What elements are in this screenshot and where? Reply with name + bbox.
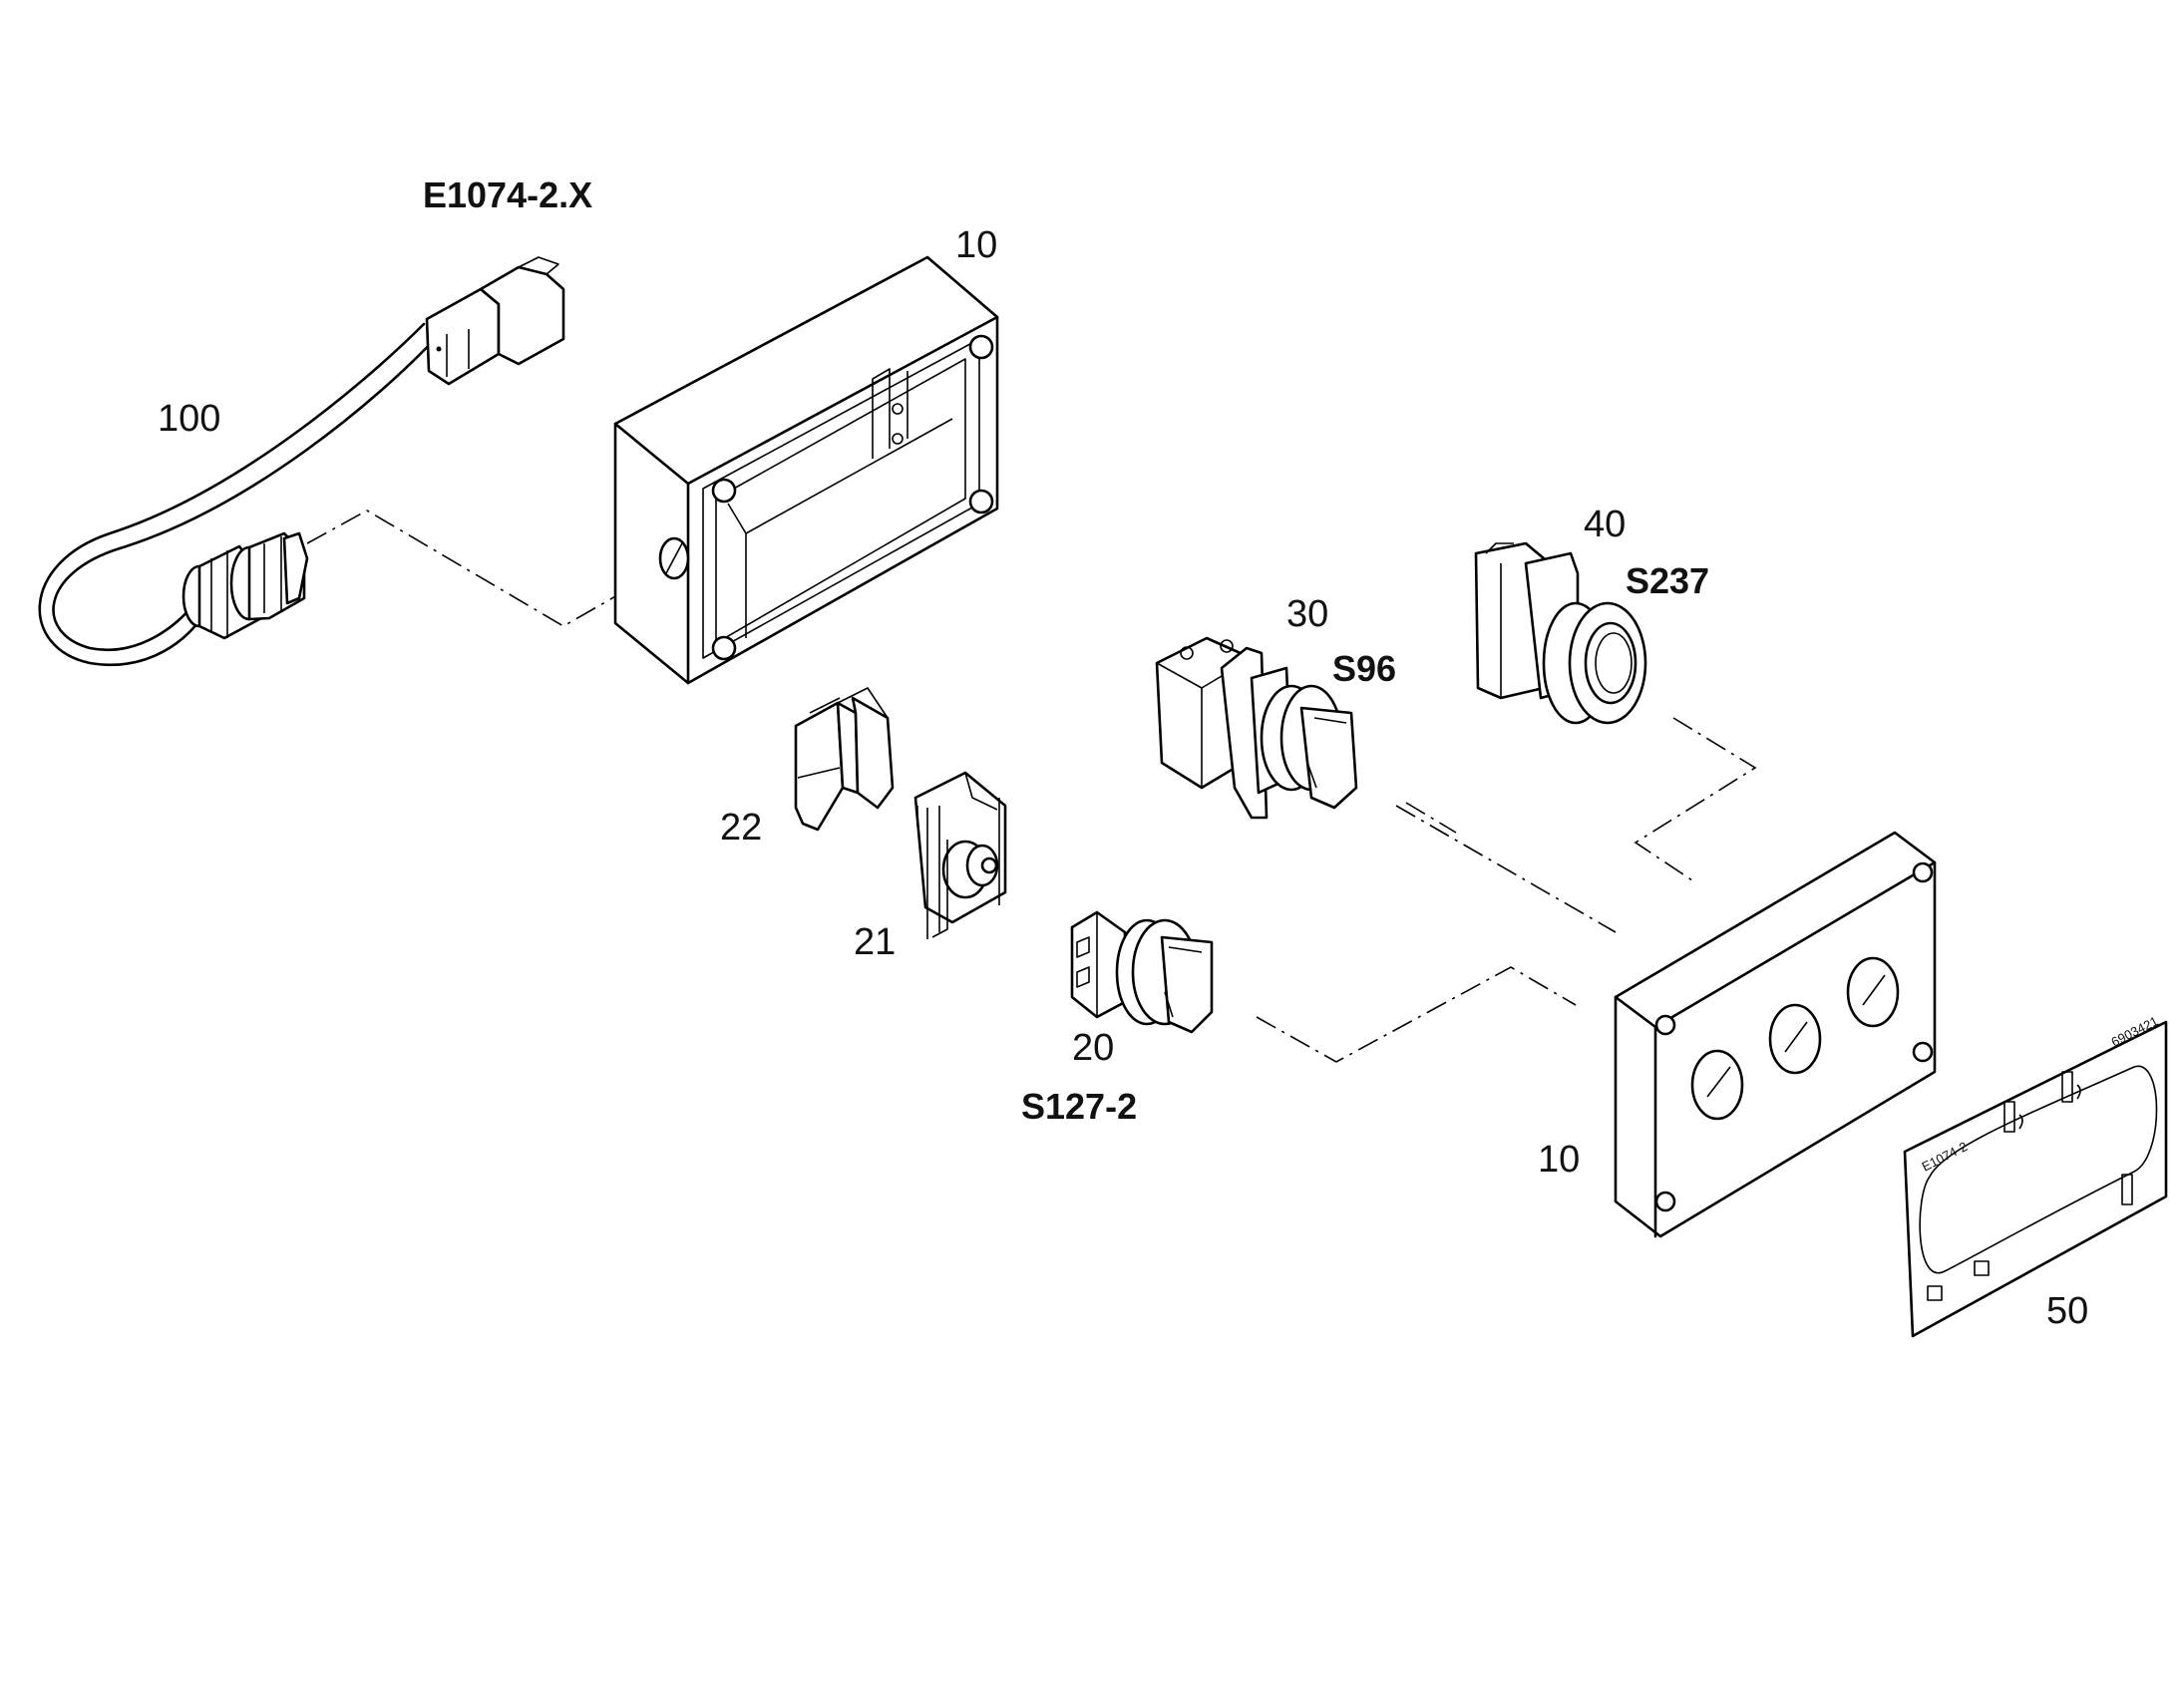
enclosure-box-10 bbox=[613, 255, 999, 685]
enclosure-cover-10 bbox=[1614, 831, 1937, 1238]
part-number-enclosure: 10 bbox=[955, 224, 997, 266]
part-number-contact-block: 21 bbox=[854, 921, 896, 963]
reference-label-s127-2: S127-2 bbox=[1021, 1086, 1137, 1127]
part-number-selector-30: 30 bbox=[1286, 593, 1328, 635]
push-button-40 bbox=[1474, 541, 1647, 725]
part-number-button-40: 40 bbox=[1584, 504, 1626, 545]
selector-switch-20 bbox=[1070, 910, 1214, 1034]
part-number-cable: 100 bbox=[158, 398, 220, 440]
part-number-cap: 22 bbox=[720, 807, 762, 849]
selector-switch-30 bbox=[1155, 636, 1358, 820]
label-plate-50: E1074-2 6903421 bbox=[1903, 1013, 2168, 1338]
assembly-reference-label: E1074-2.X bbox=[423, 174, 592, 215]
contact-block-21 bbox=[913, 771, 1007, 939]
cable-gland bbox=[182, 531, 309, 640]
part-number-cover: 10 bbox=[1538, 1139, 1580, 1181]
plug-connector bbox=[425, 256, 565, 386]
reference-label-s96: S96 bbox=[1332, 648, 1396, 689]
reference-label-s237: S237 bbox=[1626, 560, 1709, 601]
part-number-selector-20: 20 bbox=[1072, 1027, 1114, 1069]
labels: E1074-2.X 10 100 40 S237 30 S96 22 21 20… bbox=[158, 174, 2088, 1332]
cable-assembly-100 bbox=[38, 256, 565, 666]
part-number-label-plate: 50 bbox=[2046, 1290, 2088, 1332]
cap-22 bbox=[794, 687, 895, 832]
